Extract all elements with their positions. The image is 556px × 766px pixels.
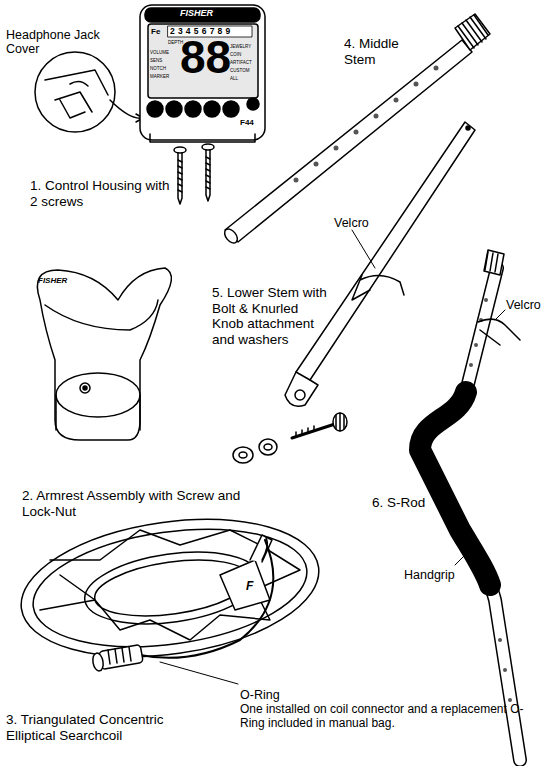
part-label: 2. Armrest Assembly with Screw and Lock-… xyxy=(22,488,252,519)
armrest xyxy=(37,268,171,440)
part-name: O-Ring xyxy=(240,688,320,702)
display-text: ALL xyxy=(230,76,260,81)
note: One installed on coil connector and a re… xyxy=(240,703,530,731)
brand-logo: FISHER xyxy=(180,8,240,18)
jack-hole xyxy=(70,81,88,86)
part-name: Velcro xyxy=(334,216,394,230)
display-text: COIN xyxy=(230,52,260,57)
jack-cover xyxy=(45,70,108,118)
lower-stem xyxy=(285,122,475,406)
screws xyxy=(174,144,214,204)
bolt-washers xyxy=(233,413,347,463)
part-name: Headphone Jack Cover xyxy=(6,28,106,57)
display-text: MARKER xyxy=(150,74,180,79)
display-text: JEWELRY xyxy=(230,44,260,49)
display-text: NOTCH xyxy=(150,66,180,71)
part-name: Handgrip xyxy=(404,568,474,582)
part-label: 3. Triangulated Concentric Elliptical Se… xyxy=(6,712,206,743)
display-text: DEPTH xyxy=(168,40,198,45)
part-name: Velcro xyxy=(506,298,556,312)
display-text: VOLUME xyxy=(150,50,180,55)
display-text: SENS xyxy=(150,58,180,63)
display-text: Fe xyxy=(151,27,171,36)
part-label: 1. Control Housing with 2 screws xyxy=(30,178,175,209)
searchcoil xyxy=(12,502,327,684)
part-label: 4. Middle Stem xyxy=(344,36,424,67)
part-label: 5. Lower Stem with Bolt & Knurled Knob a… xyxy=(212,285,330,347)
display-text: CUSTOM xyxy=(230,68,260,73)
display-text: ARTIFACT xyxy=(230,60,260,65)
jack-inset xyxy=(35,52,115,132)
coil-logo: F xyxy=(246,580,260,594)
part-label: 6. S-Rod xyxy=(372,495,452,511)
model-name: F44 xyxy=(240,118,262,127)
middle-stem xyxy=(222,14,490,245)
control-housing xyxy=(140,5,265,142)
s-rod xyxy=(420,250,520,760)
brand-logo: FISHER xyxy=(38,276,88,285)
